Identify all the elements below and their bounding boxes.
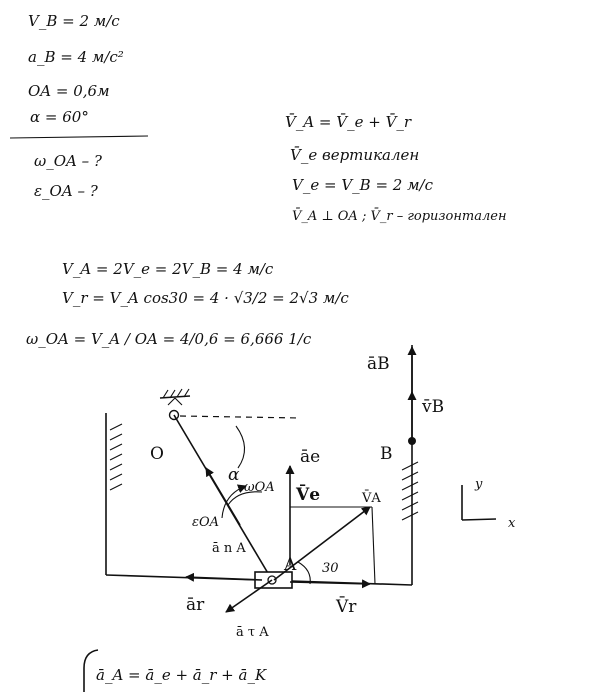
label-axis-y: y	[474, 477, 483, 492]
acceleration-equation: ā_A = ā_e + ā_r + ā_K	[83, 649, 267, 692]
mechanism-diagram: āB v̄B O B A āe V̄e V̄A α ωOA εOA ā n A …	[105, 345, 516, 640]
velocity-notes: V̄_A = V̄_e + V̄_r V̄_e вертикален V_e =…	[285, 113, 507, 224]
label-B: B	[380, 444, 393, 464]
label-epsilon: εOA	[192, 515, 219, 530]
label-Vr: V̄r	[335, 595, 357, 617]
calc-omega: ω_OA = V_A / OA = 4/0,6 = 6,666 1/с	[26, 330, 312, 348]
ar-arrow	[185, 572, 263, 582]
given-alpha: α = 60°	[30, 108, 89, 126]
at-A-arrow	[225, 579, 273, 613]
epsilon-arc	[227, 491, 263, 506]
vr-arrow	[289, 579, 371, 589]
calculations: V_A = 2V_e = 2V_B = 4 м/с V_r = V_A cos3…	[26, 260, 349, 348]
label-Ve: V̄e	[295, 484, 320, 505]
horizontal-reference-dashed	[179, 415, 301, 419]
given-divider	[9, 135, 149, 139]
label-atA: ā τ A	[236, 625, 269, 640]
axis-x	[461, 518, 497, 521]
an-A-arrow	[205, 467, 241, 526]
left-wall-hatching	[109, 423, 123, 491]
label-ar: ār	[186, 595, 205, 615]
eq-acceleration-sum: ā_A = ā_e + ā_r + ā_K	[96, 666, 267, 684]
label-O: O	[150, 444, 164, 464]
brace	[83, 649, 99, 692]
label-angle-30: 30	[322, 561, 339, 576]
right-wall-hatching	[401, 461, 419, 521]
note-ve-vertical: V̄_e вертикален	[290, 146, 419, 164]
calc-vr: V_r = V_A cos30 = 4 · √3/2 = 2√3 м/с	[62, 289, 349, 307]
given-vb: V_B = 2 м/с	[28, 12, 120, 30]
omega-arc-arrow	[221, 484, 247, 519]
label-aB: āB	[367, 354, 390, 374]
find-epsilon: ε_OA – ?	[34, 182, 99, 200]
find-omega: ω_OA – ?	[34, 152, 103, 170]
given-block: V_B = 2 м/с a_B = 4 м/с² OA = 0,6м α = 6…	[9, 12, 149, 200]
point-B	[408, 437, 416, 445]
label-alpha: α	[228, 465, 240, 485]
note-va-perp: V̄_A ⊥ OA ; V̄_r – горизонтален	[292, 208, 507, 224]
given-oa: OA = 0,6м	[28, 82, 110, 100]
va-projection-line	[371, 506, 376, 585]
label-vB: v̄B	[421, 397, 444, 417]
pivot-support	[159, 388, 191, 421]
given-ab: a_B = 4 м/с²	[28, 48, 124, 66]
calc-va: V_A = 2V_e = 2V_B = 4 м/с	[62, 260, 274, 278]
label-axis-x: x	[508, 516, 516, 531]
vA-arrow	[273, 506, 371, 581]
note-ve-value: V_e = V_B = 2 м/с	[292, 176, 434, 194]
alpha-arc	[235, 425, 246, 469]
label-A: A	[283, 555, 297, 575]
label-ae: āe	[300, 447, 320, 467]
note-velocity-sum: V̄_A = V̄_e + V̄_r	[285, 113, 412, 131]
label-omega: ωOA	[244, 480, 275, 495]
label-anA: ā n A	[212, 541, 246, 556]
label-VA: V̄A	[361, 490, 381, 506]
